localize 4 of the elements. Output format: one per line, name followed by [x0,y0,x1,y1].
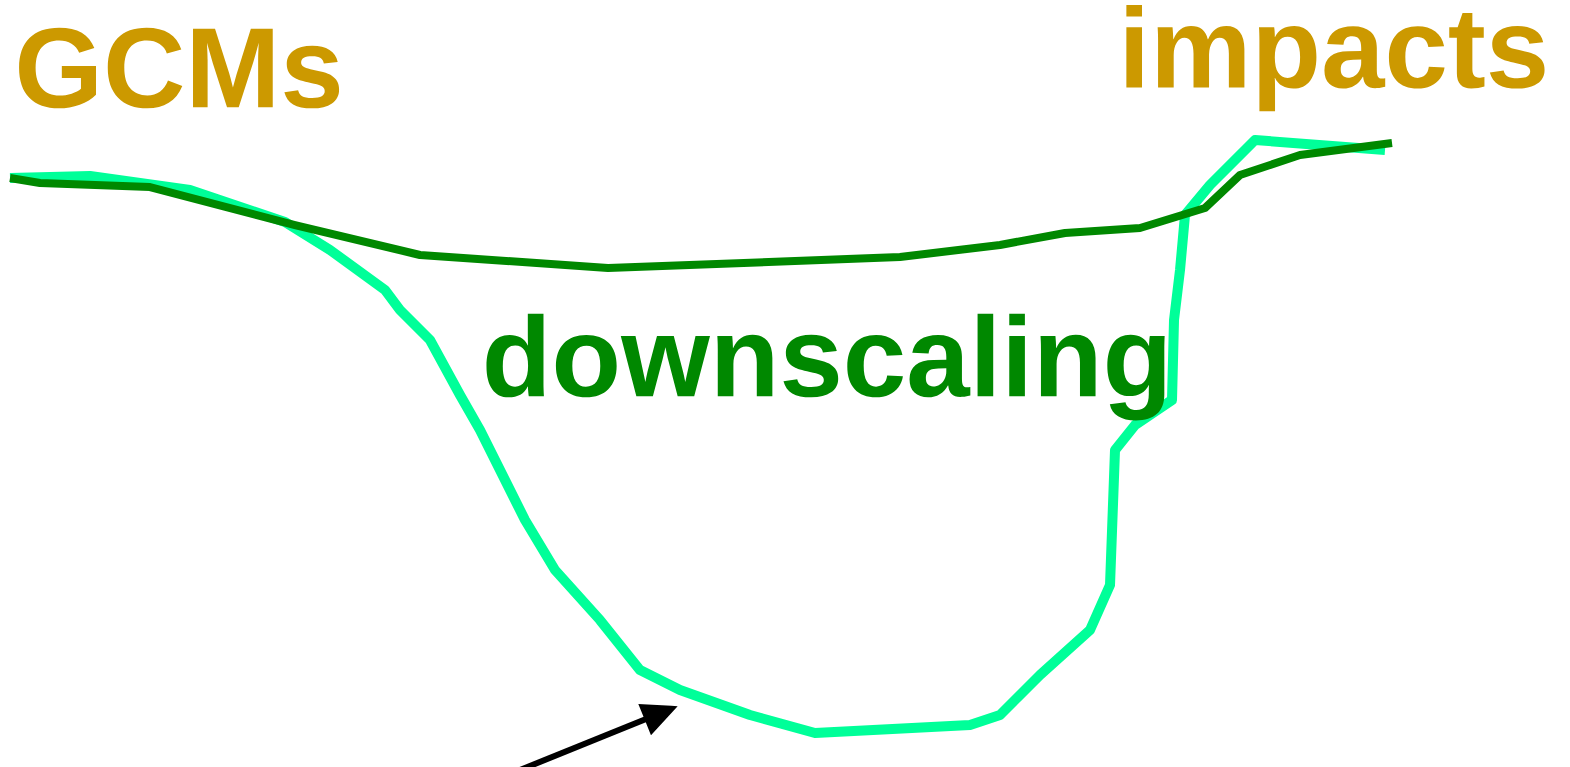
heading-text: GCMs [19,27,340,109]
heading-text: impacts [1126,4,1545,112]
label-text: downscaling [486,313,1165,421]
curve-line [9,135,1386,738]
